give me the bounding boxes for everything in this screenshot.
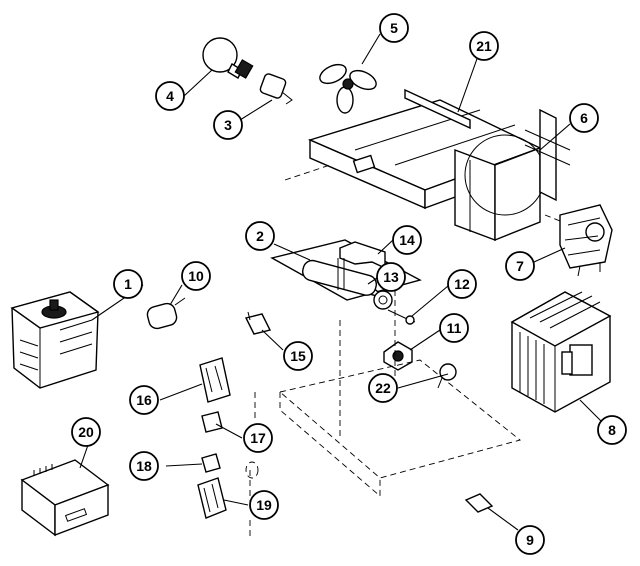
callout-6-label: 6 [580, 110, 588, 126]
callout-5: 5 [379, 13, 409, 43]
part-switch-assembly-lower [197, 477, 227, 519]
callout-8-label: 8 [608, 422, 616, 438]
callout-13: 13 [376, 262, 406, 292]
callout-10: 10 [181, 261, 211, 291]
part-fan-blade [319, 63, 377, 114]
callout-17: 17 [243, 423, 273, 453]
callout-14: 14 [392, 225, 422, 255]
part-capacitor-clip [337, 241, 386, 290]
callout-2: 2 [245, 221, 275, 251]
callout-16-label: 16 [136, 392, 152, 408]
callout-7-label: 7 [516, 258, 524, 274]
callout-2-label: 2 [256, 228, 264, 244]
callout-21-label: 21 [476, 38, 492, 54]
callout-11: 11 [439, 313, 469, 343]
part-light-bulb [202, 37, 254, 79]
callout-8: 8 [597, 415, 627, 445]
callout-22: 22 [368, 373, 398, 403]
callout-19: 19 [249, 490, 279, 520]
callout-20-label: 20 [78, 424, 94, 440]
callout-15-label: 15 [290, 348, 306, 364]
callout-16: 16 [129, 385, 159, 415]
callout-10-label: 10 [188, 268, 204, 284]
callout-22-label: 22 [375, 380, 391, 396]
callout-9: 9 [515, 525, 545, 555]
callout-3: 3 [213, 110, 243, 140]
callout-6: 6 [569, 103, 599, 133]
callout-20: 20 [71, 417, 101, 447]
callout-1: 1 [113, 269, 143, 299]
callout-13-label: 13 [383, 269, 399, 285]
part-fan-motor [559, 204, 613, 277]
callout-19-label: 19 [256, 497, 272, 513]
callout-3-label: 3 [224, 117, 232, 133]
callout-4: 4 [155, 81, 185, 111]
callout-12-label: 12 [454, 276, 470, 292]
part-chassis-frame [284, 88, 571, 242]
part-bracket [244, 311, 272, 335]
callout-12: 12 [447, 269, 477, 299]
part-switch [201, 411, 223, 433]
part-diode [387, 309, 416, 325]
part-switch-assembly-upper [199, 357, 231, 403]
callout-21: 21 [469, 31, 499, 61]
part-knob [437, 363, 457, 389]
callout-14-label: 14 [399, 232, 415, 248]
callout-7: 7 [505, 251, 535, 281]
callout-9-label: 9 [526, 532, 534, 548]
part-lamp-socket [259, 73, 293, 105]
part-magnetron [10, 291, 100, 389]
callout-4-label: 4 [166, 88, 174, 104]
callout-11-label: 11 [447, 320, 462, 336]
callout-5-label: 5 [390, 20, 398, 36]
callout-17-label: 17 [250, 430, 266, 446]
part-connector [464, 493, 494, 513]
leader-lines [79, 33, 603, 531]
callout-1-label: 1 [124, 276, 132, 292]
callout-18: 18 [129, 451, 159, 481]
callout-15: 15 [283, 341, 313, 371]
part-capacitor [302, 259, 393, 310]
part-transformer [510, 291, 612, 413]
part-thermostat [383, 341, 413, 371]
callout-18-label: 18 [136, 458, 152, 474]
part-switch-small [201, 453, 221, 473]
part-control-module [20, 459, 110, 537]
part-thermal-cutout [146, 297, 186, 330]
